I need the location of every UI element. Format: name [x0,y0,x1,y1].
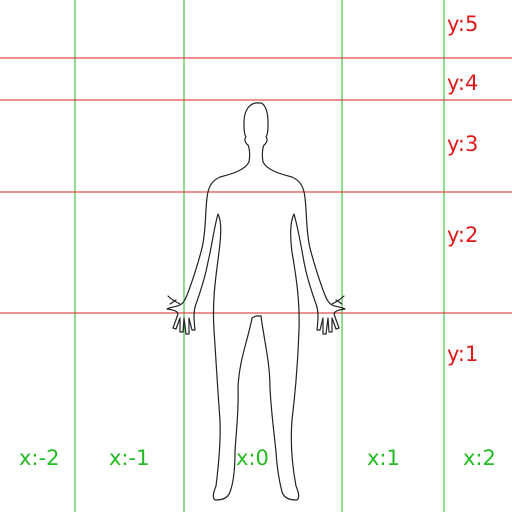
right-hand-outline [331,295,345,305]
left-hand-outline [167,295,181,305]
y-label-2: y:2 [447,223,479,247]
y-label-1: y:1 [447,342,479,366]
x-label-neg1: x:-1 [109,446,150,470]
x-label-1: x:1 [367,446,400,470]
body-silhouette [166,102,346,501]
y-label-4: y:4 [447,71,479,95]
x-label-2: x:2 [463,446,496,470]
y-label-3: y:3 [447,132,479,156]
y-label-5: y:5 [447,12,479,36]
x-label-0: x:0 [236,446,269,470]
x-label-neg2: x:-2 [19,446,60,470]
human-body-outline-icon [166,102,346,501]
